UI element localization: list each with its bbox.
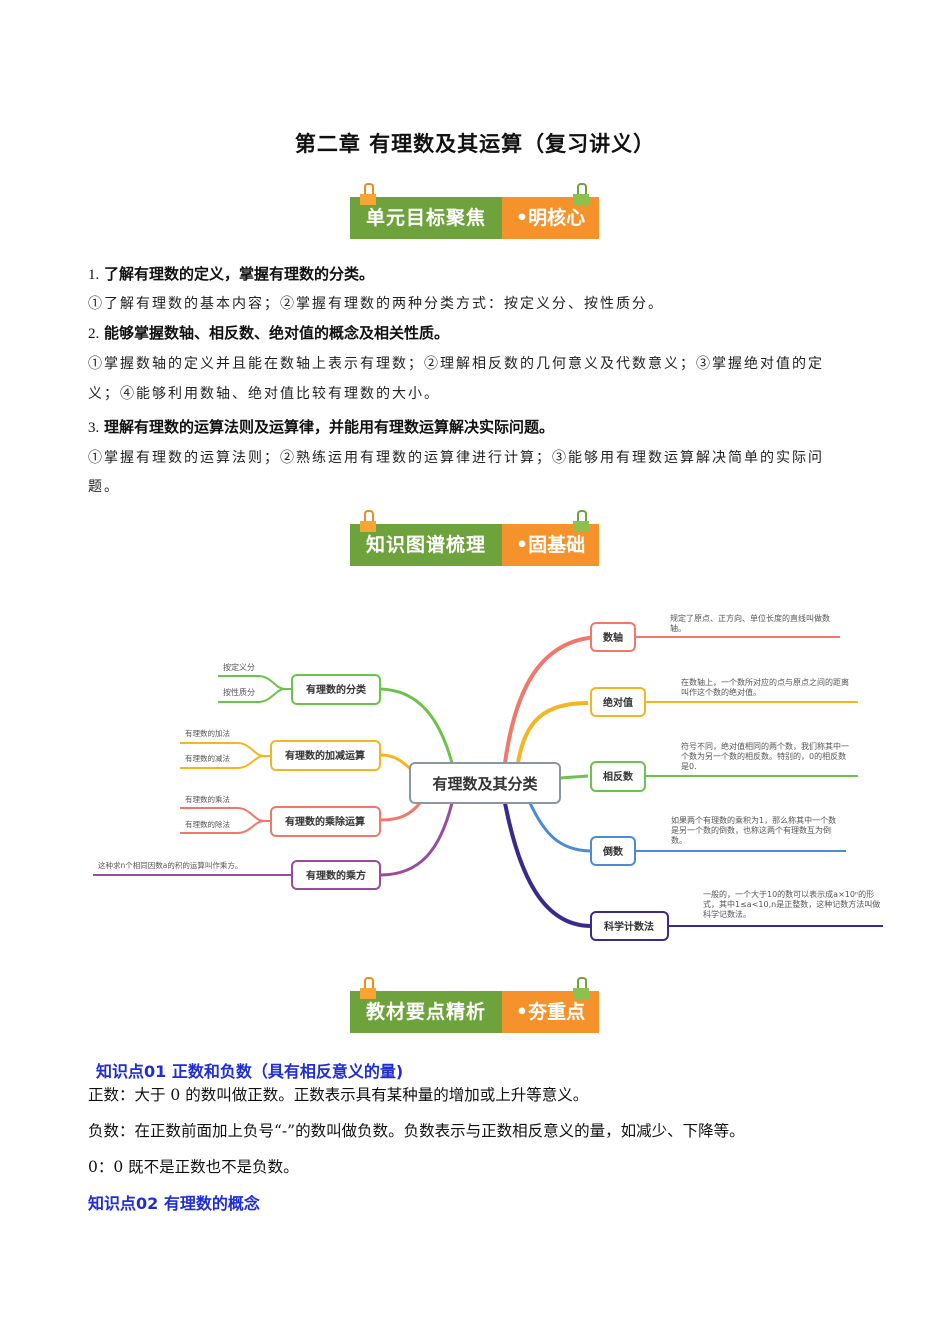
svg-text:如果两个有理数的乘积为1，那么称其中一个数: 如果两个有理数的乘积为1，那么称其中一个数 — [671, 815, 836, 825]
banner-right-text: •明核心 — [515, 207, 586, 229]
binder-clip-icon — [573, 977, 589, 999]
banner-left-text: 单元目标聚焦 — [365, 207, 486, 229]
svg-text:规定了原点、正方向、单位长度的直线叫做数: 规定了原点、正方向、单位长度的直线叫做数 — [670, 613, 830, 623]
section-banner-goals: 单元目标聚焦 •明核心 — [350, 183, 599, 239]
svg-text:有理数的加减运算: 有理数的加减运算 — [285, 749, 365, 762]
mindmap-node-add-subtract: 有理数的加减运算 有理数的加法 有理数的减法 — [180, 728, 381, 771]
svg-text:有理数的乘法: 有理数的乘法 — [185, 794, 230, 804]
svg-text:有理数的乘除运算: 有理数的乘除运算 — [285, 815, 365, 828]
svg-text:有理数的除法: 有理数的除法 — [185, 819, 230, 829]
banner-right-text: •夯重点 — [515, 1001, 586, 1023]
mindmap-node-power: 有理数的乘方 这种求n个相同因数a的积的运算叫作乘方。 — [93, 860, 381, 890]
mindmap-node-opposite-number: 相反数 符号不同，绝对值相同的两个数，我们称其中一 个数为另一个数的相反数。特别… — [590, 741, 858, 792]
svg-text:绝对值: 绝对值 — [603, 696, 633, 709]
mind-map: 数轴 规定了原点、正方向、单位长度的直线叫做数 轴。 绝对值 在数轴上，一个数所… — [93, 613, 883, 941]
binder-clip-icon — [573, 183, 589, 205]
goal-2-detail-line-2: 义；④能够利用数轴、绝对值比较有理数的大小。 — [88, 386, 440, 402]
goal-3-detail-line-2: 题。 — [88, 479, 120, 495]
binder-clip-icon — [360, 183, 376, 205]
svg-text:式，其中1≤a<10,n是正整数，这种记数方法叫做: 式，其中1≤a<10,n是正整数，这种记数方法叫做 — [703, 899, 880, 909]
binder-clip-icon — [573, 510, 589, 532]
svg-text:科学计数法: 科学计数法 — [604, 920, 654, 933]
svg-text:数轴: 数轴 — [603, 631, 623, 644]
goal-3-heading: 3. 理解有理数的运算法则及运算律，并能用有理数运算解决实际问题。 — [88, 418, 555, 436]
banner-left-text: 知识图谱梳理 — [365, 534, 486, 556]
mindmap-node-reciprocal: 倒数 如果两个有理数的乘积为1，那么称其中一个数 是另一个数的倒数，也称这两个有… — [590, 815, 846, 866]
knowledge-point-02-heading: 知识点02 有理数的概念 — [88, 1194, 260, 1213]
section-banner-mindmap: 知识图谱梳理 •固基础 — [350, 510, 599, 566]
binder-clip-icon — [360, 510, 376, 532]
svg-text:有理数的减法: 有理数的减法 — [185, 753, 230, 763]
section-banner-key-points: 教材要点精析 •夯重点 — [350, 977, 599, 1033]
svg-text:个数为另一个数的相反数。特别的，0的相反数: 个数为另一个数的相反数。特别的，0的相反数 — [681, 751, 846, 761]
mindmap-node-number-line: 数轴 规定了原点、正方向、单位长度的直线叫做数 轴。 — [590, 613, 840, 652]
svg-text:在数轴上，一个数所对应的点与原点之间的距离: 在数轴上，一个数所对应的点与原点之间的距离 — [681, 677, 849, 687]
svg-text:有理数的分类: 有理数的分类 — [306, 683, 366, 696]
svg-text:有理数的加法: 有理数的加法 — [185, 728, 230, 738]
svg-text:叫作这个数的绝对值。: 叫作这个数的绝对值。 — [681, 687, 761, 697]
mindmap-center-node: 有理数及其分类 — [409, 762, 561, 804]
svg-text:一般的，一个大于10的数可以表示成a×10ⁿ的形: 一般的，一个大于10的数可以表示成a×10ⁿ的形 — [703, 889, 874, 899]
svg-text:按性质分: 按性质分 — [223, 687, 255, 697]
mindmap-node-absolute-value: 绝对值 在数轴上，一个数所对应的点与原点之间的距离 叫作这个数的绝对值。 — [590, 677, 858, 717]
svg-text:科学记数法。: 科学记数法。 — [703, 909, 751, 919]
goal-2-detail-line-1: ①掌握数轴的定义并且能在数轴上表示有理数；②理解相反数的几何意义及代数意义；③掌… — [88, 356, 824, 372]
page-title: 第二章 有理数及其运算（复习讲义） — [294, 132, 656, 156]
svg-text:有理数的乘方: 有理数的乘方 — [306, 869, 366, 882]
banner-right-text: •固基础 — [515, 534, 586, 556]
svg-text:是另一个数的倒数，也称这两个有理数互为倒: 是另一个数的倒数，也称这两个有理数互为倒 — [671, 825, 831, 835]
mindmap-node-classification: 有理数的分类 按定义分 按性质分 — [218, 662, 381, 705]
svg-text:轴。: 轴。 — [670, 623, 686, 633]
svg-text:符号不同，绝对值相同的两个数，我们称其中一: 符号不同，绝对值相同的两个数，我们称其中一 — [681, 741, 849, 751]
knowledge-point-01-paragraph: 0：0 既不是正数也不是负数。 — [88, 1158, 299, 1176]
mindmap-node-multiply-divide: 有理数的乘除运算 有理数的乘法 有理数的除法 — [180, 794, 381, 837]
goal-2-heading: 2. 能够掌握数轴、相反数、绝对值的概念及相关性质。 — [88, 324, 450, 342]
binder-clip-icon — [360, 977, 376, 999]
svg-text:相反数: 相反数 — [603, 770, 634, 783]
svg-text:是0.: 是0. — [681, 762, 697, 771]
goal-1-heading: 1. 了解有理数的定义，掌握有理数的分类。 — [88, 265, 375, 283]
svg-text:有理数及其分类: 有理数及其分类 — [432, 775, 538, 793]
goal-3-detail-line-1: ①掌握有理数的运算法则；②熟练运用有理数的运算律进行计算；③能够用有理数运算解决… — [88, 450, 824, 466]
goal-1-detail: ①了解有理数的基本内容；②掌握有理数的两种分类方式：按定义分、按性质分。 — [88, 296, 664, 312]
svg-text:按定义分: 按定义分 — [223, 662, 255, 672]
knowledge-point-01-heading: 知识点01 正数和负数（具有相反意义的量) — [96, 1062, 404, 1081]
knowledge-point-01-paragraph: 正数：大于 0 的数叫做正数。正数表示具有某种量的增加或上升等意义。 — [88, 1086, 589, 1104]
mindmap-node-scientific-notation: 科学计数法 一般的，一个大于10的数可以表示成a×10ⁿ的形 式，其中1≤a<1… — [590, 889, 883, 941]
banner-left-text: 教材要点精析 — [365, 1001, 486, 1023]
svg-text:倒数: 倒数 — [602, 845, 624, 858]
svg-text:这种求n个相同因数a的积的运算叫作乘方。: 这种求n个相同因数a的积的运算叫作乘方。 — [98, 860, 242, 870]
svg-text:数。: 数。 — [671, 835, 687, 845]
knowledge-point-01-paragraph: 负数：在正数前面加上负号“-”的数叫做负数。负数表示与正数相反意义的量，如减少、… — [88, 1122, 745, 1140]
